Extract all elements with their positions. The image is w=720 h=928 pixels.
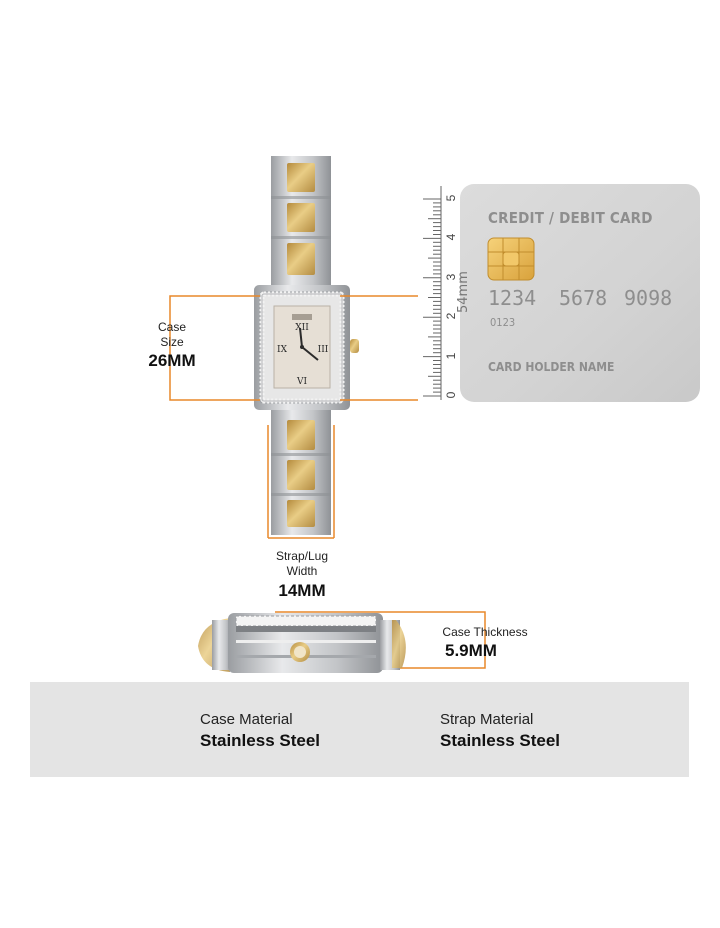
card-small-number: 0123 [490,316,516,329]
strap-material-label: Strap Material [440,711,534,728]
card-number-group-1: 1234 [488,286,537,310]
strap-material-value: Stainless Steel [440,731,561,750]
case-thickness-label: Case Thickness [442,625,528,639]
case-material-value: Stainless Steel [200,731,321,750]
watch-strap-bottom [271,410,331,535]
card-number-group-2: 5678 [559,286,608,310]
ruler [418,186,448,402]
materials-info-bar: Case Material Stainless Steel Strap Mate… [30,682,689,777]
svg-text:XII: XII [295,323,309,333]
svg-text:III: III [318,345,329,355]
case-thickness-value: 5.9MM [445,641,497,660]
ruler-number-1: 1 [444,352,458,359]
case-material-label: Case Material [200,711,293,728]
ruler-number-0: 0 [444,391,458,399]
credit-card [460,184,700,402]
card-number-group-3: 9098 [624,286,673,310]
card-title: CREDIT / DEBIT CARD [488,209,653,227]
watch-side-profile [198,613,406,673]
card-holder-name: CARD HOLDER NAME [488,360,615,374]
ruler-height-label: 54mm [456,271,471,313]
svg-text:IX: IX [277,345,288,355]
strap-width-value: 14MM [278,581,326,600]
case-size-label: Case Size [157,320,186,349]
case-size-value: 26MM [148,351,196,370]
strap-width-label: Strap/Lug Width [275,549,329,578]
watch-case: XII VI IX III [254,285,359,410]
watch-strap-top [271,156,331,288]
svg-text:VI: VI [296,377,307,387]
ruler-number-5: 5 [444,194,458,202]
